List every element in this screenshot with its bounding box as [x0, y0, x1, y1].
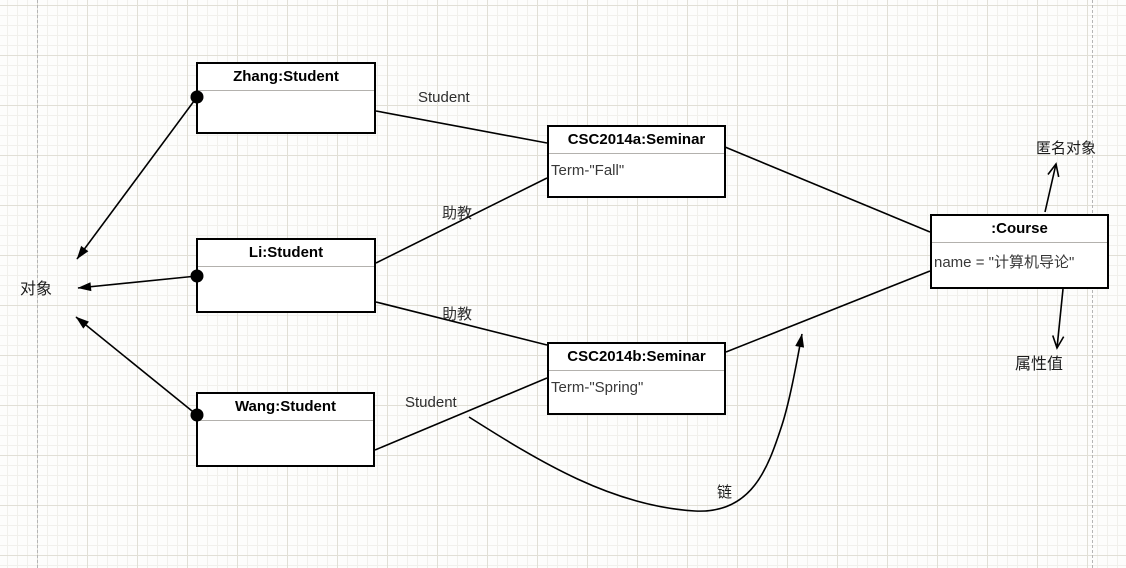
edge-label-ta-li-a[interactable]: 助教 — [442, 205, 473, 222]
node-body: Term-"Fall" — [551, 162, 625, 179]
arrow-wang-object[interactable] — [75, 316, 198, 416]
node-title: Li:Student — [198, 240, 374, 267]
annotation-attribute-value[interactable]: 属性值 — [1015, 356, 1064, 373]
node-course[interactable]: :Course name = "计算机导论" — [930, 214, 1109, 289]
edge-wang-seminar-b[interactable] — [374, 377, 548, 451]
edge-label-student-wang[interactable]: Student — [405, 394, 457, 411]
node-body: Term-"Spring" — [551, 379, 644, 396]
node-title: Wang:Student — [198, 394, 373, 421]
edge-seminar-b-course[interactable] — [725, 270, 931, 353]
node-seminar-b[interactable]: CSC2014b:Seminar Term-"Spring" — [547, 342, 726, 415]
node-title: :Course — [932, 216, 1107, 243]
node-body — [198, 91, 374, 99]
edge-label-student-zhang[interactable]: Student — [418, 89, 470, 106]
annotation-link[interactable]: 链 — [717, 484, 733, 501]
edge-seminar-a-course[interactable] — [724, 146, 931, 233]
node-title: Zhang:Student — [198, 64, 374, 91]
edge-label-ta-li-b[interactable]: 助教 — [442, 306, 473, 323]
arrow-zhang-object[interactable] — [76, 96, 198, 260]
node-li-student[interactable]: Li:Student — [196, 238, 376, 313]
arrow-li-object[interactable] — [77, 275, 198, 292]
node-title: CSC2014b:Seminar — [549, 344, 724, 371]
node-body — [198, 267, 374, 275]
node-body: name = "计算机导论" — [934, 254, 1075, 271]
arrow-attribute-value[interactable] — [1051, 288, 1065, 350]
node-seminar-a[interactable]: CSC2014a:Seminar Term-"Fall" — [547, 125, 726, 198]
arrow-anonymous-object[interactable] — [1044, 162, 1060, 213]
node-zhang-student[interactable]: Zhang:Student — [196, 62, 376, 134]
node-wang-student[interactable]: Wang:Student — [196, 392, 375, 467]
page-guide-left — [37, 0, 38, 568]
node-title: CSC2014a:Seminar — [549, 127, 724, 154]
annotation-object[interactable]: 对象 — [20, 281, 53, 298]
edge-zhang-seminar-a[interactable] — [375, 110, 548, 144]
annotation-anonymous-object[interactable]: 匿名对象 — [1036, 140, 1097, 157]
node-body — [198, 421, 373, 429]
